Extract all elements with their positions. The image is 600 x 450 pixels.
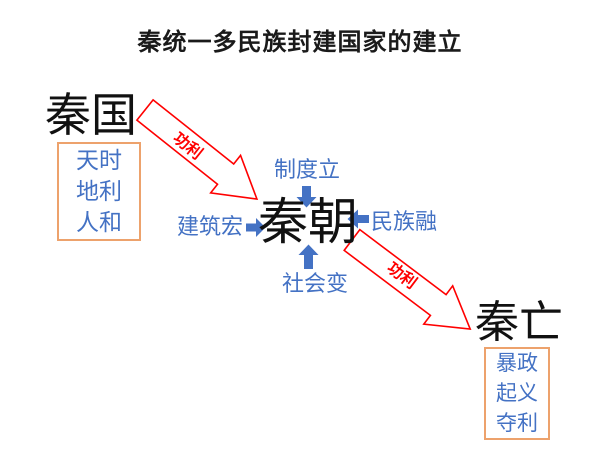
aspect-label-ethnic-fusion: 民族融 [371,209,438,234]
state-factor-line: 地利 [76,178,122,204]
diagram-title: 秦统一多民族封建国家的建立 [137,29,463,56]
aspect-label-architecture: 建筑宏 [177,214,244,239]
aspect-label-institutions: 制度立 [274,157,341,182]
state-factor-line: 人和 [76,209,122,235]
rise-arrow [135,98,259,200]
fall-factors-box: 暴政 起义 夺利 [484,347,550,440]
aspect-label-social-change: 社会变 [282,271,349,296]
node-qin-fall: 秦亡 [475,298,563,347]
fall-factor-line: 暴政 [496,351,538,375]
fall-factor-line: 起义 [496,381,538,405]
state-factor-line: 天时 [76,147,122,173]
node-qin-state: 秦国 [45,89,137,141]
fall-factor-line: 夺利 [496,411,538,435]
aspect-arrow-bottom [298,244,319,269]
state-factors-box: 天时 地利 人和 [57,142,141,241]
fall-arrow [343,228,472,331]
aspect-arrow-right [347,209,369,229]
node-qin-dynasty: 秦朝 [258,194,358,250]
aspect-arrow-left [246,218,266,237]
aspect-arrow-top [296,186,317,208]
